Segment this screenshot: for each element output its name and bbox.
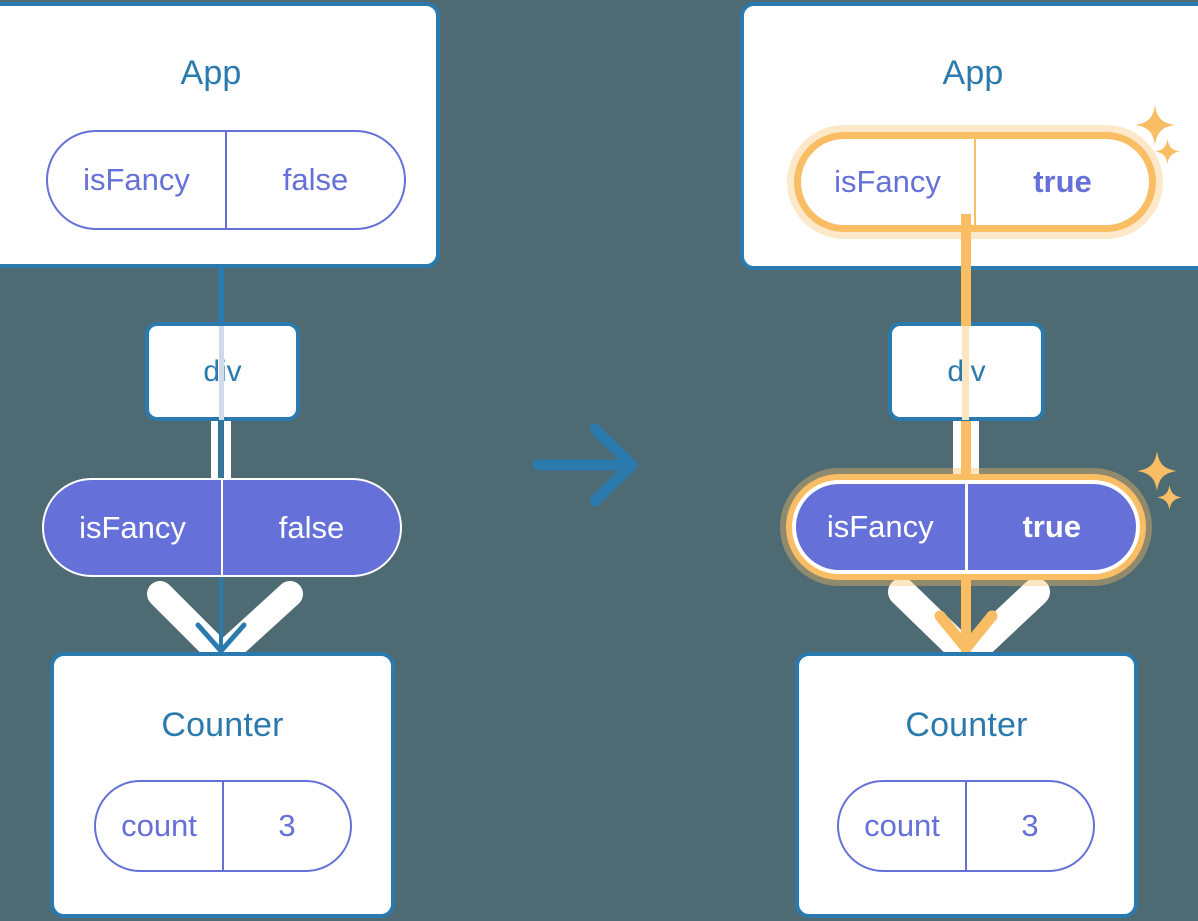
app-card-before: App isFancy false [0, 2, 440, 268]
sparkle-small-icon [1154, 138, 1181, 165]
counter-card-title: Counter [905, 706, 1028, 744]
wire-pill-to-counter-right [961, 570, 971, 652]
sparkle-large-icon [1134, 104, 1176, 146]
pill-value: true [974, 139, 1149, 225]
sparkle-small-icon [1156, 484, 1183, 511]
counter-card-before: Counter count 3 [50, 652, 395, 918]
pill-key: isFancy [79, 509, 186, 545]
app-state-pill-after: isFancy true [794, 132, 1156, 232]
wire-pill-to-counter-left [219, 570, 223, 654]
pill-value: 3 [965, 782, 1093, 870]
pill-value: 3 [222, 782, 350, 870]
wire-app-to-div-right [961, 214, 971, 326]
sparkle-large-icon [1136, 450, 1178, 492]
counter-card-title: Counter [161, 706, 284, 744]
prop-pill-before: isFancy false [42, 478, 402, 577]
flow-arrowhead-after [934, 610, 998, 654]
arrow-right-icon [532, 423, 638, 507]
app-card-after: App isFancy true [740, 2, 1198, 270]
pill-key: count [864, 808, 940, 843]
wire-div-to-pill-right-a [953, 418, 961, 484]
app-card-title: App [180, 54, 242, 92]
wire-inside-div-left [219, 326, 224, 420]
wire-inside-div-right [962, 326, 969, 420]
pill-value: false [221, 480, 400, 575]
counter-state-pill-after: count 3 [837, 780, 1095, 872]
counter-state-pill-before: count 3 [94, 780, 352, 872]
pill-key: isFancy [83, 162, 190, 197]
wire-app-to-div-left [218, 262, 224, 326]
flow-arrowhead-before [195, 622, 247, 654]
app-state-pill-before: isFancy false [46, 130, 406, 230]
pill-key: count [121, 808, 197, 843]
pill-key: isFancy [826, 509, 934, 544]
prop-pill-after: isFancy true [792, 480, 1140, 574]
counter-card-after: Counter count 3 [795, 652, 1138, 918]
wire-div-to-pill-left-b [224, 418, 231, 484]
wire-div-to-pill-left-core [219, 418, 223, 484]
pill-key: isFancy [834, 164, 941, 199]
pill-value: false [225, 132, 404, 228]
app-card-title: App [942, 54, 1004, 92]
pill-value: true [964, 484, 1137, 570]
wire-div-to-pill-left-a [211, 418, 218, 484]
wire-div-to-pill-right-core [961, 418, 971, 484]
wire-div-to-pill-right-b [971, 418, 979, 484]
